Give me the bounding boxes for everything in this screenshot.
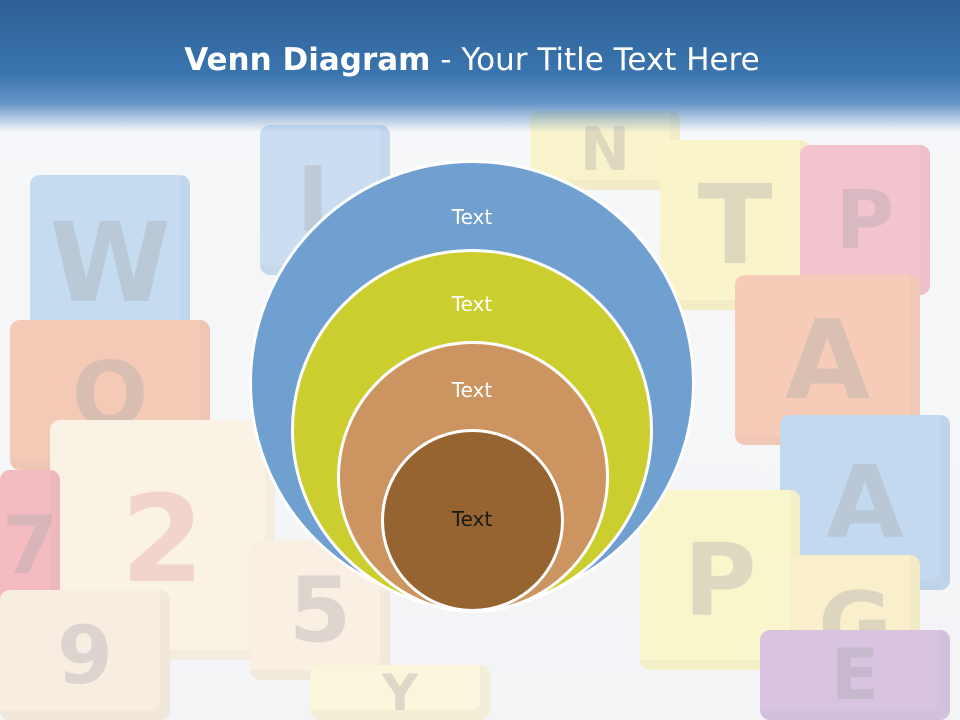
venn-label-third: Text [451, 378, 493, 402]
venn-circle-inner [381, 429, 564, 612]
venn-label-second: Text [451, 292, 493, 316]
slide-title: Venn Diagram - Your Title Text Here [0, 42, 944, 78]
title-bold: Venn Diagram [184, 42, 431, 78]
title-bar [0, 0, 960, 132]
venn-label-inner: Text [451, 507, 493, 531]
title-rest: - Your Title Text Here [430, 42, 760, 78]
venn-label-outer: Text [451, 205, 493, 229]
